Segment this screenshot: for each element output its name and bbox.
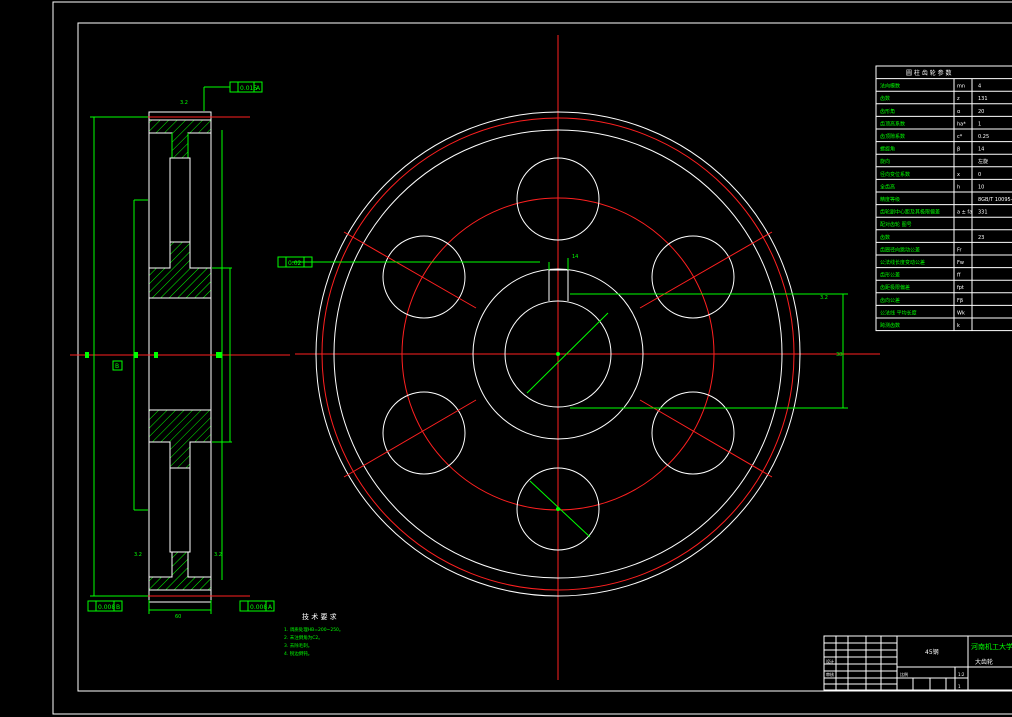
material: 45钢 — [925, 648, 939, 656]
inner-frame — [77, 22, 1012, 692]
param-symbol: z — [957, 96, 960, 102]
param-label: 齿向公差 — [880, 297, 900, 304]
param-label: 跨测齿数 — [880, 322, 900, 329]
svg-text:0.015: 0.015 — [240, 85, 257, 92]
param-symbol: β — [957, 147, 960, 153]
param-label: 齿形公差 — [880, 272, 900, 279]
param-label: 配对齿轮 图号 — [880, 221, 912, 228]
param-label: 齿轮副中心距及其极限偏差 — [880, 209, 940, 216]
param-label: 公法线 平均长度 — [880, 309, 917, 316]
param-symbol: ha* — [957, 121, 966, 127]
param-value: 20 — [978, 109, 984, 115]
param-symbol: ff — [957, 273, 961, 279]
front-view: 0.02 14 38 3.2 — [277, 35, 880, 680]
sheet-number: 1 — [958, 684, 961, 689]
roughness-top: 3.2 — [180, 100, 188, 106]
param-label: 齿形角 — [880, 108, 895, 115]
param-value: 10 — [978, 184, 984, 190]
param-symbol: Fw — [957, 260, 964, 266]
param-label: 齿数 — [880, 234, 890, 241]
param-value: 0 — [978, 172, 981, 178]
param-label: 精度等级 — [880, 196, 900, 203]
param-symbol: mn — [957, 84, 965, 90]
scale-label: 比例 — [900, 671, 908, 677]
param-value: 0.25 — [978, 134, 989, 140]
params-title: 圆 柱 齿 轮 参 数 — [906, 69, 952, 77]
param-value: 1 — [978, 121, 981, 127]
side-section-view: 0.015 A 0.008 B 0.008 A B 3.2 3.2 3.2 60 — [70, 81, 290, 620]
param-value: 8GB/T 10095-88 — [978, 197, 1012, 203]
note-line: 2. 未注倒角为C2。 — [284, 634, 323, 641]
outer-frame — [52, 1, 1012, 715]
param-label: 螺旋角 — [880, 146, 895, 153]
param-symbol: Fβ — [957, 298, 963, 304]
tolerance-frame-bottom-left: 0.008 B — [87, 600, 123, 612]
param-symbol: h — [957, 184, 960, 190]
designer-label: 设计 — [826, 658, 834, 664]
param-value: 14 — [978, 147, 984, 153]
note-line: 3. 去除毛刺。 — [284, 642, 312, 649]
param-label: 齿顶隙系数 — [880, 133, 905, 140]
technical-notes: 技 术 要 求 1. 调质处理HB=200~250。 2. 未注倒角为C2。 3… — [284, 612, 343, 657]
param-symbol: Wk — [957, 310, 965, 316]
note-line: 1. 调质处理HB=200~250。 — [284, 626, 343, 633]
tolerance-frame-bottom-right: 0.008 A — [239, 600, 275, 612]
note-line: 4. 锐边倒钝。 — [284, 650, 312, 657]
param-symbol: c* — [957, 134, 963, 140]
param-label: 齿圈径向跳动公差 — [880, 246, 920, 253]
roughness-front: 3.2 — [820, 295, 828, 301]
svg-text:A: A — [268, 604, 273, 611]
param-value: 331 — [978, 210, 988, 216]
keyway-dimension: 14 — [572, 254, 578, 260]
svg-text:0.008: 0.008 — [250, 604, 267, 611]
width-dimension: 60 — [175, 614, 181, 620]
param-symbol: fpt — [957, 285, 964, 291]
param-value: 左旋 — [978, 158, 988, 165]
param-label: 全齿高 — [880, 183, 895, 190]
drawing-name: 大齿轮 — [975, 658, 993, 666]
scale-value: 1:2 — [958, 672, 965, 677]
param-label: 公法线长度变动公差 — [880, 259, 925, 266]
param-value: 23 — [978, 235, 984, 241]
param-label: 齿距极限偏差 — [880, 284, 910, 291]
svg-text:0.008: 0.008 — [98, 604, 115, 611]
hub-dimension: 38 — [836, 352, 842, 358]
school-name: 河南机工大学学院 — [971, 642, 1012, 651]
svg-text:B: B — [116, 604, 120, 611]
title-block: 45钢 河南机工大学学院 大齿轮 设计 审核 比例 1:2 1 — [823, 635, 1012, 691]
datum-box-left: B — [112, 360, 123, 371]
svg-text:B: B — [115, 363, 119, 370]
param-value: 4 — [978, 84, 981, 90]
checker-label: 审核 — [826, 671, 834, 677]
param-label: 径向变位系数 — [880, 171, 910, 178]
param-label: 齿顶高系数 — [880, 120, 905, 127]
param-label: 旋向 — [880, 158, 890, 165]
param-symbol: Fr — [957, 247, 963, 253]
svg-text:A: A — [256, 85, 261, 92]
keyway-callout: 0.02 — [277, 256, 313, 268]
param-symbol: a ± fa — [957, 210, 972, 216]
param-symbol: x — [957, 172, 960, 178]
notes-title: 技 术 要 求 — [302, 612, 337, 621]
param-label: 齿数 — [880, 95, 890, 102]
param-label: 法向模数 — [880, 83, 900, 90]
tolerance-frame-top: 0.015 A — [229, 81, 263, 93]
roughness-left: 3.2 — [134, 552, 142, 558]
svg-text:0.02: 0.02 — [288, 260, 302, 267]
param-value: 131 — [978, 96, 988, 102]
param-symbol: k — [957, 323, 960, 329]
roughness-right: 3.2 — [214, 552, 222, 558]
param-symbol: α — [957, 109, 961, 115]
